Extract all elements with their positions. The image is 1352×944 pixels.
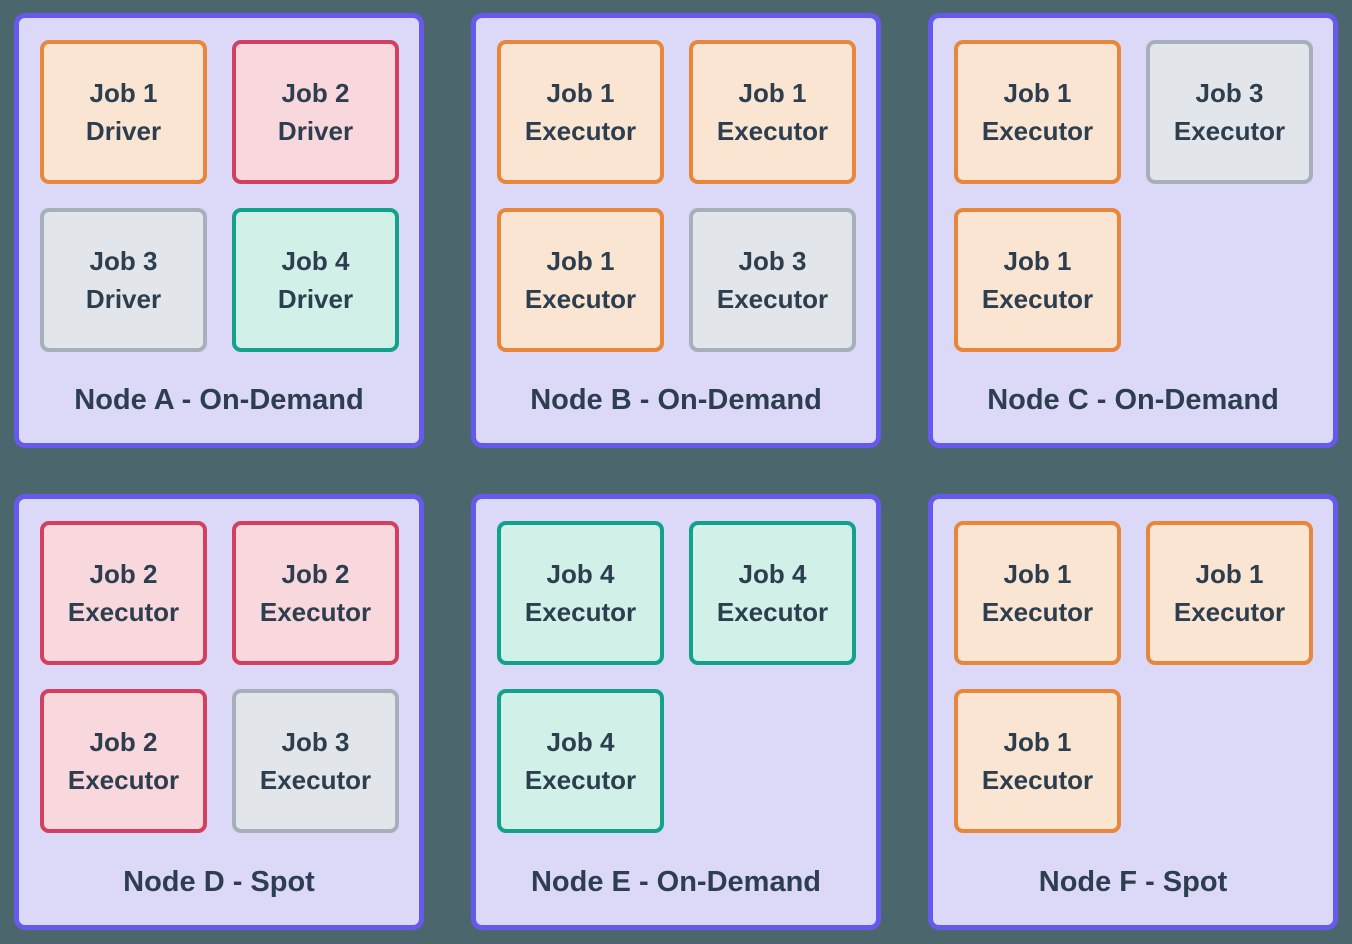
job-title: Job 1 (1195, 558, 1264, 589)
job-grid: Job 1 Executor Job 1 Executor Job 1 Exec… (933, 499, 1333, 833)
job-role: Driver (85, 116, 162, 146)
job-title: Job 1 (738, 77, 807, 108)
job-role: Executor (524, 597, 637, 627)
job-role: Executor (981, 765, 1094, 795)
job-box: Job 3 Executor (1146, 40, 1313, 184)
job-box: Job 1 Executor (954, 689, 1121, 833)
job-title: Job 3 (89, 245, 158, 276)
job-box: Job 1 Driver (40, 40, 207, 184)
node-card-node-e: Job 4 Executor Job 4 Executor Job 4 Exec… (471, 494, 881, 930)
job-grid: Job 1 Executor Job 3 Executor Job 1 Exec… (933, 18, 1333, 352)
job-title: Job 3 (1195, 77, 1264, 108)
job-title: Job 1 (89, 77, 158, 108)
job-role: Driver (277, 284, 354, 314)
job-box: Job 4 Executor (497, 689, 664, 833)
job-role: Executor (1173, 597, 1286, 627)
job-box: Job 4 Executor (497, 521, 664, 665)
node-label: Node F - Spot (1038, 865, 1228, 898)
job-role: Executor (524, 284, 637, 314)
node-label: Node E - On-Demand (530, 865, 821, 898)
job-title: Job 4 (281, 245, 350, 276)
job-title: Job 2 (281, 77, 350, 108)
node-card-node-b: Job 1 Executor Job 1 Executor Job 1 Exec… (471, 13, 881, 448)
job-role: Executor (716, 116, 829, 146)
job-role: Executor (524, 116, 637, 146)
job-role: Executor (981, 116, 1094, 146)
job-role: Executor (716, 284, 829, 314)
node-card-node-a: Job 1 Driver Job 2 Driver Job 3 Driver J… (14, 13, 424, 448)
job-title: Job 2 (281, 558, 350, 589)
node-label: Node D - Spot (123, 865, 315, 898)
job-grid: Job 1 Executor Job 1 Executor Job 1 Exec… (476, 18, 876, 352)
job-box: Job 2 Executor (40, 689, 207, 833)
job-box: Job 4 Executor (689, 521, 856, 665)
job-box: Job 3 Driver (40, 208, 207, 352)
node-card-node-d: Job 2 Executor Job 2 Executor Job 2 Exec… (14, 494, 424, 930)
job-title: Job 2 (89, 726, 158, 757)
job-box: Job 2 Executor (232, 521, 399, 665)
job-role: Executor (981, 284, 1094, 314)
job-role: Executor (716, 597, 829, 627)
job-box: Job 1 Executor (1146, 521, 1313, 665)
job-role: Executor (259, 597, 372, 627)
job-box: Job 1 Executor (954, 208, 1121, 352)
job-box: Job 1 Executor (954, 40, 1121, 184)
node-label: Node A - On-Demand (74, 384, 364, 416)
job-box: Job 1 Executor (689, 40, 856, 184)
job-title: Job 4 (546, 558, 615, 589)
job-role: Executor (67, 765, 180, 795)
job-box: Job 2 Driver (232, 40, 399, 184)
job-role: Executor (259, 765, 372, 795)
job-title: Job 1 (546, 245, 615, 276)
job-title: Job 1 (1003, 726, 1072, 757)
job-title: Job 1 (1003, 77, 1072, 108)
job-box: Job 1 Executor (497, 40, 664, 184)
job-title: Job 3 (281, 726, 350, 757)
job-title: Job 3 (738, 245, 807, 276)
job-title: Job 4 (738, 558, 807, 589)
job-role: Executor (67, 597, 180, 627)
job-box: Job 3 Executor (689, 208, 856, 352)
job-role: Driver (85, 284, 162, 314)
job-role: Executor (524, 765, 637, 795)
job-role: Executor (1173, 116, 1286, 146)
job-box: Job 3 Executor (232, 689, 399, 833)
job-box: Job 4 Driver (232, 208, 399, 352)
node-card-node-c: Job 1 Executor Job 3 Executor Job 1 Exec… (928, 13, 1338, 448)
job-title: Job 4 (546, 726, 615, 757)
job-role: Driver (277, 116, 354, 146)
job-title: Job 1 (546, 77, 615, 108)
job-title: Job 2 (89, 558, 158, 589)
job-title: Job 1 (1003, 245, 1072, 276)
job-grid: Job 1 Driver Job 2 Driver Job 3 Driver J… (19, 18, 419, 352)
job-box: Job 2 Executor (40, 521, 207, 665)
node-card-node-f: Job 1 Executor Job 1 Executor Job 1 Exec… (928, 494, 1338, 930)
job-role: Executor (981, 597, 1094, 627)
job-grid: Job 4 Executor Job 4 Executor Job 4 Exec… (476, 499, 876, 833)
job-box: Job 1 Executor (954, 521, 1121, 665)
node-label: Node B - On-Demand (530, 384, 822, 416)
job-grid: Job 2 Executor Job 2 Executor Job 2 Exec… (19, 499, 419, 833)
job-title: Job 1 (1003, 558, 1072, 589)
job-box: Job 1 Executor (497, 208, 664, 352)
node-label: Node C - On-Demand (987, 384, 1279, 416)
